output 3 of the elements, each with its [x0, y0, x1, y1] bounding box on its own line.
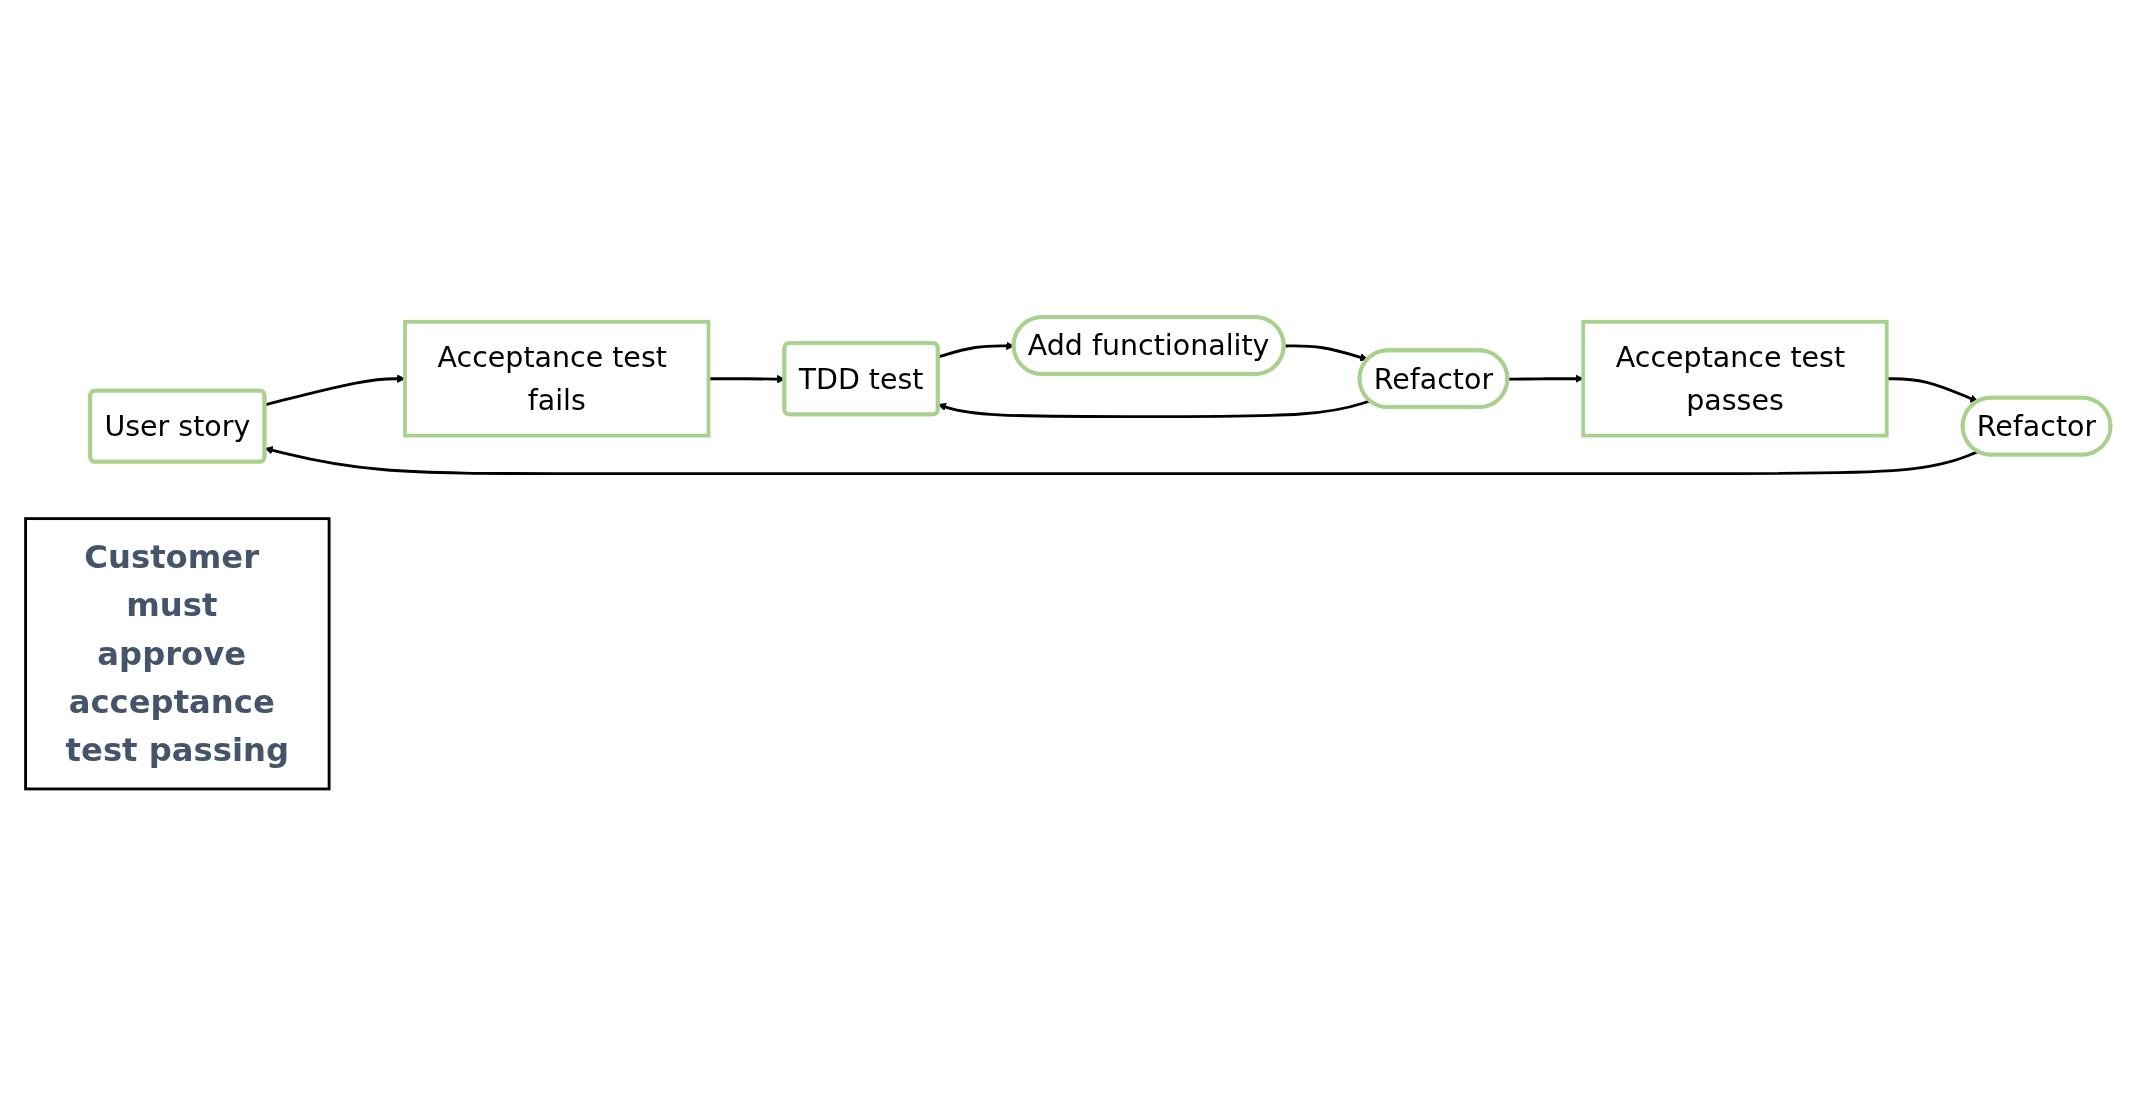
node-box: Acceptance test passes [1581, 319, 1889, 438]
node-box: Customer must approve acceptance test passing [24, 517, 331, 791]
node-box: Acceptance test fails [403, 319, 711, 438]
